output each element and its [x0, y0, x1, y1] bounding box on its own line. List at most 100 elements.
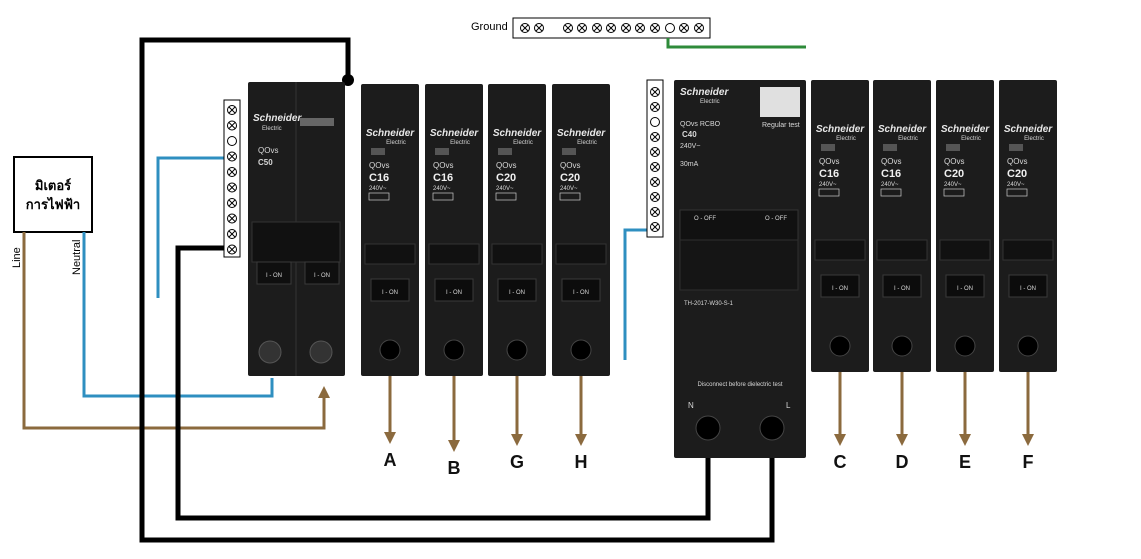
svg-text:O - OFF: O - OFF: [694, 216, 716, 222]
terminal-screw-icon: [829, 335, 851, 357]
screw-terminal-icon: [621, 23, 631, 33]
screw-terminal-icon: [577, 23, 587, 33]
svg-text:L: L: [786, 401, 791, 410]
terminal-screw-icon: [891, 335, 913, 357]
open-terminal-icon: [650, 117, 660, 127]
breaker-brand: Schneider: [366, 128, 415, 139]
main-breaker-switch-2[interactable]: [304, 261, 340, 285]
svg-text:QOvs RCBO: QOvs RCBO: [680, 121, 721, 128]
breaker-rating: C16: [433, 172, 453, 184]
circuit-label: A: [384, 450, 397, 470]
terminal-screw-icon: [1017, 335, 1039, 357]
screw-terminal-icon: [227, 105, 237, 115]
line-label: Line: [11, 247, 23, 268]
rcbo-brand: Schneider: [680, 87, 729, 98]
rcbo-switch[interactable]: [679, 239, 799, 291]
terminal-screw-icon: [309, 340, 333, 364]
breaker-rating: C20: [944, 168, 964, 180]
breaker-voltage: 240V~: [881, 182, 899, 188]
breaker-model: QOvs: [433, 161, 453, 170]
screw-terminal-icon: [227, 151, 237, 162]
screw-terminal-icon: [650, 177, 660, 187]
breaker-switch[interactable]: [434, 278, 474, 302]
terminal-screw-icon: [759, 415, 785, 441]
breaker-brand-sub: Electric: [898, 136, 918, 142]
svg-text:Electric: Electric: [262, 126, 282, 132]
arrow-down-icon: [384, 432, 396, 444]
screw-terminal-icon: [227, 213, 237, 224]
breaker-voltage: 240V~: [560, 186, 578, 192]
neutral-bar-left: [223, 99, 241, 258]
breaker-switch[interactable]: [1008, 274, 1048, 298]
breaker-rating: C20: [560, 172, 580, 184]
breaker-brand: Schneider: [941, 124, 990, 135]
svg-text:I - ON: I - ON: [266, 273, 282, 279]
meter-label-line2: การไฟฟ้า: [26, 196, 80, 212]
breaker-switch-label: I - ON: [1020, 286, 1036, 292]
svg-text:N: N: [688, 401, 694, 410]
arrow-down-icon: [511, 434, 523, 446]
breaker-voltage: 240V~: [944, 182, 962, 188]
breaker-brand-sub: Electric: [386, 140, 406, 146]
breaker-model: QOvs: [944, 157, 964, 166]
rcbo-test-button[interactable]: [760, 87, 800, 117]
breaker-switch-label: I - ON: [573, 290, 589, 296]
breaker-switch[interactable]: [561, 278, 601, 302]
circuit-label: C: [834, 452, 847, 472]
screw-terminal-icon: [227, 167, 237, 177]
screw-terminal-icon: [694, 23, 704, 33]
main-breaker[interactable]: Schneider Electric QOvs C50 I - ON I - O…: [248, 82, 345, 376]
arrow-down-icon: [959, 434, 971, 446]
breaker-switch-label: I - ON: [509, 290, 525, 296]
screw-terminal-icon: [227, 244, 237, 255]
circuit-label: B: [448, 458, 461, 478]
svg-text:30mA: 30mA: [680, 161, 699, 168]
screw-terminal-icon: [592, 23, 602, 33]
breaker-switch[interactable]: [820, 274, 860, 298]
breaker-brand-sub: Electric: [1024, 136, 1044, 142]
main-breaker-switch-1[interactable]: [256, 261, 292, 285]
svg-text:QOvs: QOvs: [258, 146, 278, 155]
breaker-rating: C16: [819, 168, 839, 180]
breaker-switch[interactable]: [370, 278, 410, 302]
breaker-switch[interactable]: [497, 278, 537, 302]
terminal-screw-icon: [379, 339, 401, 361]
svg-text:240V~: 240V~: [680, 143, 700, 150]
breaker-voltage: 240V~: [369, 186, 387, 192]
arrow-down-icon: [1022, 434, 1034, 446]
ground-label: Ground: [471, 21, 508, 33]
screw-terminal-icon: [650, 132, 660, 142]
breaker-brand: Schneider: [557, 128, 606, 139]
breaker-switch-label: I - ON: [382, 290, 398, 296]
screw-terminal-icon: [534, 23, 544, 33]
screw-terminal-icon: [650, 192, 660, 202]
open-terminal-icon: [665, 23, 675, 33]
breaker-switch[interactable]: [945, 274, 985, 298]
breaker-model: QOvs: [819, 157, 839, 166]
rcbo-breaker[interactable]: Schneider Electric Regular test QOvs RCB…: [674, 80, 806, 458]
screw-terminal-icon: [650, 147, 660, 157]
terminal-screw-icon: [506, 339, 528, 361]
rcbo-rating: C40: [682, 130, 697, 139]
circuit-label: H: [575, 452, 588, 472]
main-breaker-rating: C50: [258, 158, 273, 167]
breaker-brand: Schneider: [816, 124, 865, 135]
breaker-model: QOvs: [1007, 157, 1027, 166]
breaker-brand: Schneider: [493, 128, 542, 139]
breaker-brand-sub: Electric: [513, 140, 533, 146]
breaker-model: QOvs: [369, 161, 389, 170]
breaker-switch[interactable]: [882, 274, 922, 298]
screw-terminal-icon: [227, 182, 237, 193]
svg-text:I - ON: I - ON: [314, 273, 330, 279]
screw-terminal-icon: [227, 198, 237, 208]
screw-terminal-icon: [227, 120, 237, 131]
